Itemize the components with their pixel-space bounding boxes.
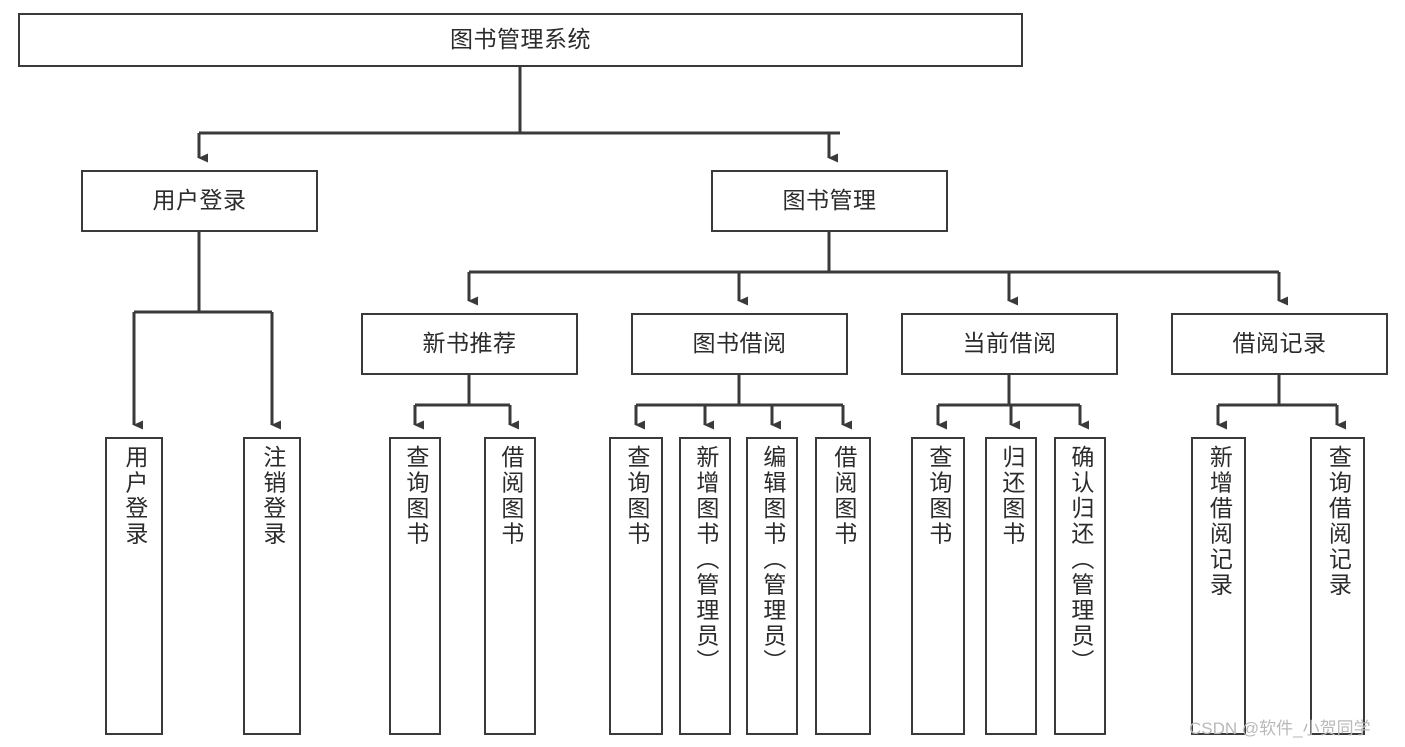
node-root-label: 图书管理系统 (450, 26, 591, 53)
node-leaf-query-book-current[interactable]: 查询图书 (911, 437, 965, 735)
node-leaf-borrow-book-recommend-label: 借阅图书 (497, 445, 524, 547)
node-level3-current-borrow[interactable]: 当前借阅 (901, 313, 1118, 375)
node-leaf-edit-book-admin-label: 编辑图书（管理员） (759, 445, 786, 675)
node-level2-user-login[interactable]: 用户登录 (81, 170, 318, 232)
node-leaf-logout-label: 注销登录 (259, 445, 286, 547)
node-level3-book-borrow-label: 图书借阅 (692, 330, 787, 357)
node-leaf-borrow-book[interactable]: 借阅图书 (815, 437, 871, 735)
node-leaf-edit-book-admin[interactable]: 编辑图书（管理员） (746, 437, 798, 735)
node-level3-new-book-recommend-label: 新书推荐 (422, 330, 517, 357)
node-level3-book-borrow[interactable]: 图书借阅 (631, 313, 848, 375)
node-leaf-add-borrow-record[interactable]: 新增借阅记录 (1191, 437, 1246, 735)
node-root[interactable]: 图书管理系统 (18, 13, 1023, 67)
node-leaf-confirm-return-admin[interactable]: 确认归还（管理员） (1054, 437, 1106, 735)
node-level2-user-login-label: 用户登录 (152, 187, 247, 214)
node-leaf-add-book-admin[interactable]: 新增图书（管理员） (679, 437, 731, 735)
node-leaf-return-book[interactable]: 归还图书 (985, 437, 1037, 735)
node-leaf-query-book-recommend-label: 查询图书 (402, 445, 429, 547)
node-leaf-query-book-recommend[interactable]: 查询图书 (389, 437, 441, 735)
node-leaf-add-book-admin-label: 新增图书（管理员） (692, 445, 719, 675)
node-level3-borrow-records[interactable]: 借阅记录 (1171, 313, 1388, 375)
node-leaf-return-book-label: 归还图书 (998, 445, 1025, 547)
node-level3-borrow-records-label: 借阅记录 (1232, 330, 1327, 357)
node-level3-new-book-recommend[interactable]: 新书推荐 (361, 313, 578, 375)
node-leaf-add-borrow-record-label: 新增借阅记录 (1206, 445, 1233, 598)
node-leaf-user-login[interactable]: 用户登录 (105, 437, 163, 735)
node-leaf-confirm-return-admin-label: 确认归还（管理员） (1067, 445, 1094, 675)
node-leaf-query-book-borrow[interactable]: 查询图书 (609, 437, 663, 735)
node-level2-book-management-label: 图书管理 (782, 187, 877, 214)
node-level3-current-borrow-label: 当前借阅 (962, 330, 1057, 357)
node-leaf-query-book-borrow-label: 查询图书 (623, 445, 650, 547)
node-leaf-query-borrow-record[interactable]: 查询借阅记录 (1310, 437, 1365, 735)
node-leaf-query-borrow-record-label: 查询借阅记录 (1325, 445, 1352, 598)
node-leaf-user-login-label: 用户登录 (121, 445, 148, 547)
watermark-text: CSDN @软件_小贺同学 (1189, 719, 1371, 738)
node-leaf-query-book-current-label: 查询图书 (925, 445, 952, 547)
node-leaf-borrow-book-recommend[interactable]: 借阅图书 (484, 437, 536, 735)
node-leaf-borrow-book-label: 借阅图书 (830, 445, 857, 547)
node-leaf-logout[interactable]: 注销登录 (243, 437, 301, 735)
node-level2-book-management[interactable]: 图书管理 (711, 170, 948, 232)
